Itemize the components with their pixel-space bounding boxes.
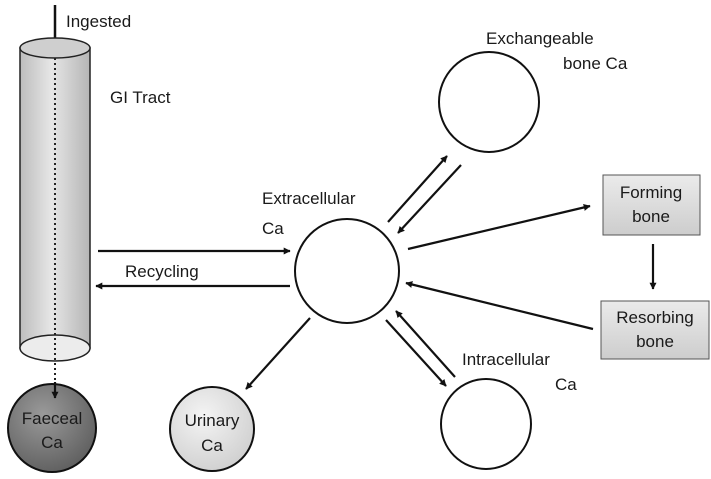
label-resorbing-2: bone — [636, 332, 674, 351]
to-intracellular-arrow — [385, 319, 447, 387]
urinary-ca-node — [169, 386, 255, 472]
label-ingested-1: Ingested — [66, 12, 131, 31]
label-forming-1: Forming — [620, 183, 682, 202]
resorbing-bone-box — [600, 300, 710, 360]
intracellular-ca-node — [440, 378, 532, 470]
to-forming-bone-arrow — [407, 204, 591, 251]
label-forming-2: bone — [632, 207, 670, 226]
label-intracellular-2: Ca — [555, 375, 577, 394]
gi-tract-cylinder — [19, 37, 91, 382]
label-extracellular-1: Extracellular — [262, 189, 356, 208]
from-resorbing-bone-arrow — [405, 281, 594, 331]
label-urinary-2: Ca — [201, 436, 223, 455]
exchangeable-bone-ca-node — [438, 51, 540, 153]
label-extracellular-2: Ca — [262, 219, 284, 238]
label-exchangeable-1: Exchangeable — [486, 29, 594, 48]
to-exchangeable-arrow — [387, 155, 448, 223]
label-resorbing-1: Resorbing — [616, 308, 694, 327]
label-gi-tract: GI Tract — [110, 88, 171, 107]
faeceal-ca-node — [7, 383, 97, 473]
label-recycling: Recycling — [125, 262, 199, 281]
from-intracellular-arrow — [395, 310, 456, 378]
to-urinary-arrow — [245, 317, 311, 390]
from-exchangeable-arrow — [397, 164, 462, 234]
forming-bone-box — [602, 174, 701, 236]
label-exchangeable-2: bone Ca — [563, 54, 628, 73]
label-faeceal-2: Ca — [41, 433, 63, 452]
label-intracellular-1: Intracellular — [462, 350, 550, 369]
extracellular-ca-node — [294, 218, 400, 324]
label-urinary-1: Urinary — [185, 411, 240, 430]
label-faeceal-1: Faeceal — [22, 409, 82, 428]
